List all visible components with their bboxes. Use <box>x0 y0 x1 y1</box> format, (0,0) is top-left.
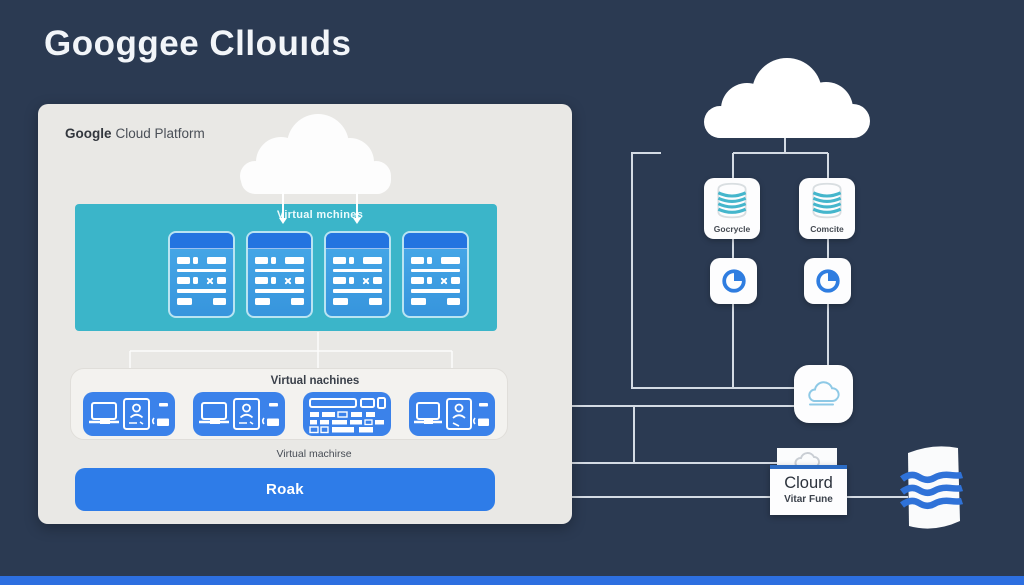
vm-group-box: Virtual mchines <box>75 204 497 331</box>
vm-row-icons <box>83 392 495 436</box>
database-card: Gocrycle <box>704 178 760 239</box>
clock-icon <box>815 269 840 293</box>
vm-group-label: Virtual mchines <box>276 209 364 221</box>
cloud-function-card: Clourd Vitar Fune <box>770 465 847 515</box>
vm-row-label: Virtual nachines <box>270 375 360 387</box>
brand-cloud-platform: Cloud Platform <box>115 126 205 141</box>
clock-icon <box>721 269 746 293</box>
database-icon <box>717 182 747 219</box>
database-icon <box>812 182 842 219</box>
cloud-service-card <box>794 365 853 423</box>
vm-instance-icon <box>246 231 313 318</box>
clock-card <box>710 258 757 304</box>
cloud-icon <box>704 58 870 138</box>
bottom-accent-bar <box>0 576 1024 585</box>
brand-google: Google <box>65 126 112 141</box>
laptop-tablet-icon <box>193 392 285 436</box>
vm-instance-icon <box>168 231 235 318</box>
laptop-tablet-icon <box>409 392 495 436</box>
clock-card <box>804 258 851 304</box>
vm-row-box: Virtual nachines <box>70 368 508 440</box>
page-title: Googgee Cllouıds <box>44 24 352 63</box>
down-arrow-icon <box>279 192 287 224</box>
database-card: Comcite <box>799 178 855 239</box>
down-arrow-icon <box>353 192 361 224</box>
vm-card-row <box>168 231 469 318</box>
folder-title: Clourd <box>784 474 833 492</box>
vm-instance-icon <box>324 231 391 318</box>
roak-button[interactable]: Roak <box>75 468 495 511</box>
cloud-outline-icon <box>807 381 840 406</box>
cloud-icon <box>240 114 391 194</box>
vm-instance-icon <box>402 231 469 318</box>
wave-document-icon <box>900 446 964 529</box>
laptop-tablet-icon <box>83 392 175 436</box>
folder-subtitle: Vitar Fune <box>784 494 833 505</box>
vm-caption: Virtual machirse <box>276 448 352 460</box>
server-dashboard-icon <box>303 392 391 436</box>
database-label: Gocrycle <box>713 224 751 234</box>
database-label: Comcite <box>810 224 844 234</box>
